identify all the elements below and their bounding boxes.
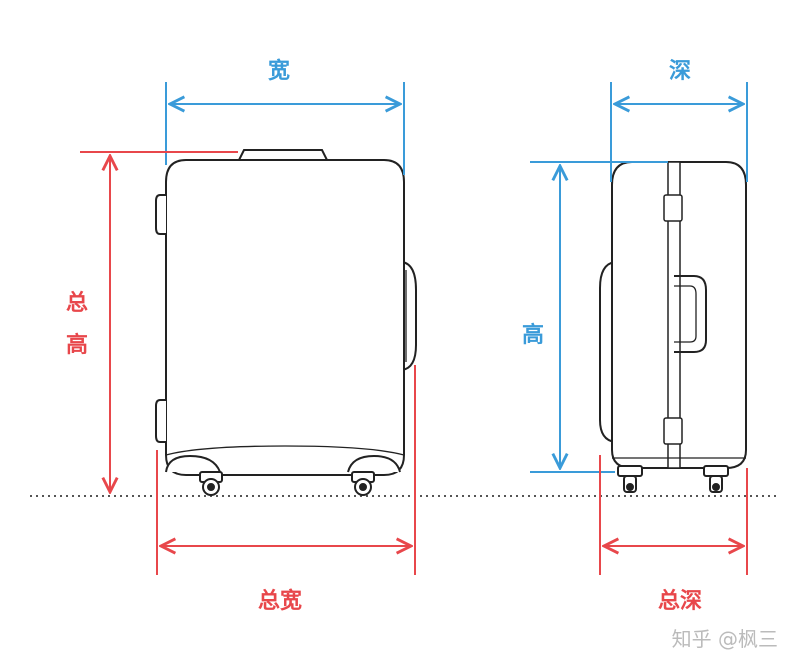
label-depth: 深 (669, 59, 691, 84)
blue-dimension-lines (165, 82, 748, 473)
label-height: 高 (522, 322, 544, 348)
label-overall-height-bottom: 高 (66, 332, 88, 358)
label-overall-height-top: 总 (66, 290, 88, 316)
suitcase-front-icon (155, 149, 417, 496)
label-overall-width: 总宽 (258, 588, 302, 614)
red-dimension-lines (80, 151, 748, 575)
watermark: 知乎 @枫三 (672, 627, 778, 651)
suitcase-side-icon (599, 161, 747, 493)
label-width: 宽 (268, 58, 290, 84)
label-overall-depth: 总深 (658, 588, 702, 614)
